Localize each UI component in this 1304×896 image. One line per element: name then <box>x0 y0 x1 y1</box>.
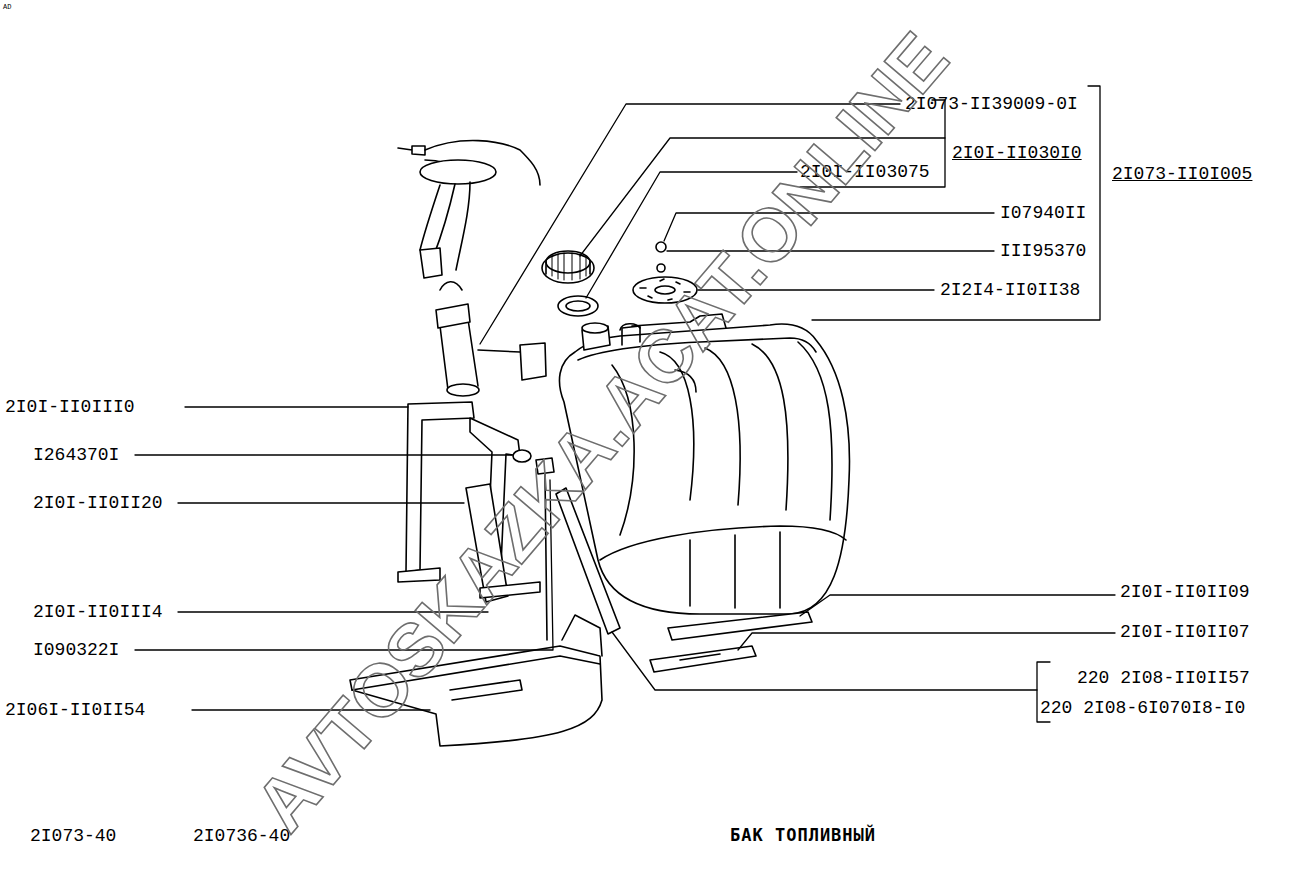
part-number: 220 2I08-6I070I8-I0 <box>1040 698 1245 718</box>
drawing-stroke <box>552 253 586 280</box>
drawing-stroke <box>135 454 512 455</box>
drawing-stroke <box>656 242 666 252</box>
drawing-stroke <box>558 296 598 316</box>
drawing-stroke <box>800 595 1115 616</box>
drawing-stroke <box>420 160 496 184</box>
model-code: 2I0736-40 <box>193 826 290 846</box>
part-number: 2I06I-II0II54 <box>5 700 145 720</box>
drawing-stroke <box>398 146 425 155</box>
drawing-stroke <box>600 526 846 560</box>
drawing-stroke <box>185 406 408 407</box>
drawing-stroke <box>705 348 740 505</box>
part-number: 2I0I-II030I0 <box>952 143 1082 163</box>
part-number: III95370 <box>1000 241 1086 261</box>
drawing-stroke <box>447 384 479 396</box>
drawing-stroke <box>612 632 1037 690</box>
part-number: I090322I <box>33 640 119 660</box>
drawing-stroke <box>440 282 462 290</box>
drawing-stroke <box>657 264 665 272</box>
drawing-stroke <box>650 646 756 672</box>
part-number: 2I0I-II0II20 <box>33 493 163 513</box>
drawing-stroke <box>562 615 602 656</box>
drawing-stroke <box>178 502 464 503</box>
drawing-stroke <box>680 654 720 660</box>
part-number: 2I0I-II0II09 <box>1120 582 1250 602</box>
sheet-title: БАК ТОПЛИВНЫЙ <box>730 825 876 845</box>
drawing-stroke <box>582 323 608 333</box>
part-number: 220 2I08-II0II57 <box>1077 668 1250 688</box>
part-number: I264370I <box>33 445 119 465</box>
drawing-stroke <box>546 251 590 273</box>
model-code: 2I073-40 <box>30 826 116 846</box>
part-number: I07940II <box>1000 203 1086 223</box>
drawing-stroke <box>668 612 812 640</box>
drawing-stroke <box>752 344 788 510</box>
drawing-stroke <box>520 343 546 380</box>
drawing-stroke <box>478 350 520 352</box>
drawing-stroke <box>456 182 470 270</box>
drawing-stroke <box>420 248 442 278</box>
drawing-stroke <box>436 304 470 328</box>
part-number: 2I0I-II0II07 <box>1120 622 1250 642</box>
drawing-stroke <box>566 301 590 311</box>
corner-mark: AD <box>3 3 11 11</box>
pads <box>650 612 812 672</box>
part-number: 2I0I-II0III4 <box>33 602 163 622</box>
drawing-stroke <box>690 532 780 608</box>
part-number: 2I073-II0I005 <box>1112 164 1252 184</box>
fuel-pump-module <box>398 141 546 396</box>
drawing-stroke <box>798 342 832 520</box>
drawing-stroke <box>738 633 1115 650</box>
drawing-stroke <box>450 680 522 700</box>
watermark: AVTOSKAZKA.ACAT.ONLINE <box>241 18 964 845</box>
part-number: 2I2I4-II0II38 <box>940 280 1080 300</box>
drawing-stroke <box>546 262 590 274</box>
part-number: 2I0I-II0III0 <box>5 397 135 417</box>
